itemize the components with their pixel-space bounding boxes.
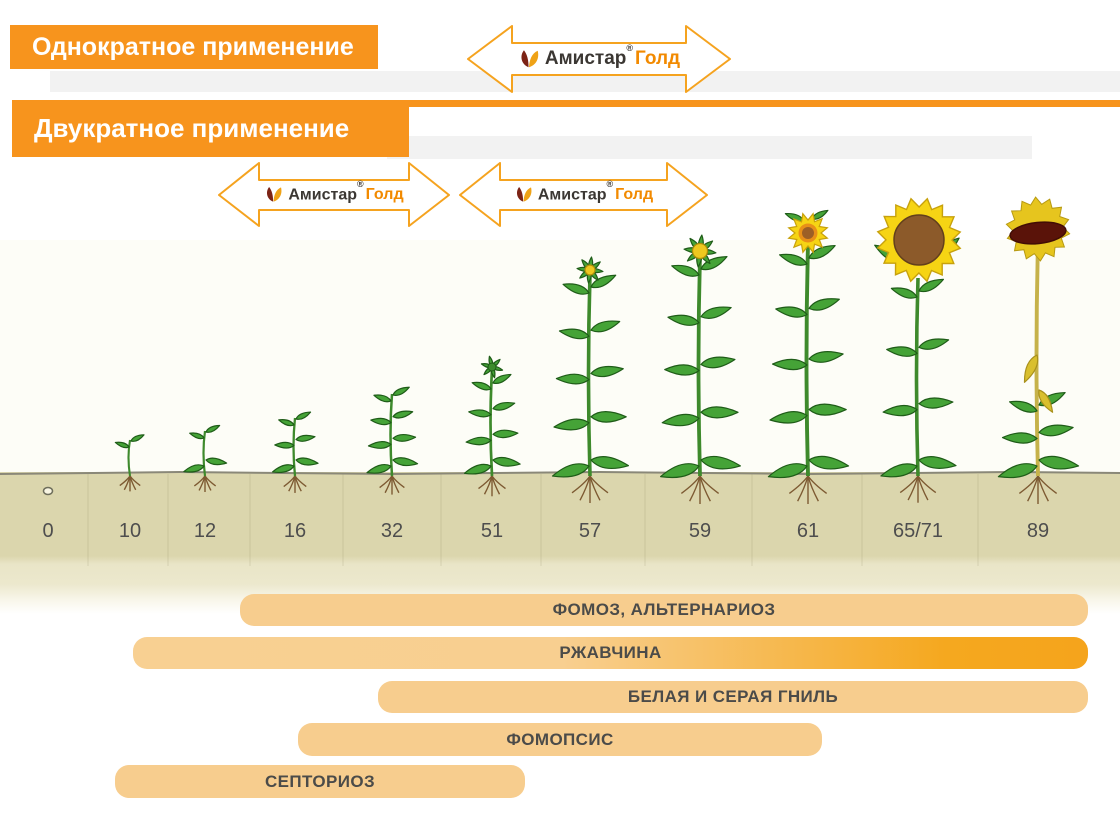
disease-label: БЕЛАЯ И СЕРАЯ ГНИЛЬ bbox=[627, 687, 839, 706]
product-logo: Амистар®Голд bbox=[264, 178, 404, 204]
disease-bar: СЕПТОРИОЗ bbox=[115, 765, 525, 798]
disease-bar: ФОМОЗ, АЛЬТЕРНАРИОЗ bbox=[240, 594, 1088, 626]
disease-bar: РЖАВЧИНА bbox=[133, 637, 1088, 669]
leaf-icon bbox=[516, 186, 532, 202]
product-name: Амистар®Голд bbox=[288, 178, 404, 204]
disease-bar: БЕЛАЯ И СЕРАЯ ГНИЛЬ bbox=[378, 681, 1088, 713]
stage-label: 65/71 bbox=[892, 520, 944, 542]
stage-label: 61 bbox=[796, 520, 820, 542]
soil-band bbox=[0, 472, 1120, 614]
banner-double-label: Двукратное применение bbox=[34, 113, 350, 143]
product-logo: Амистар®Голд bbox=[518, 42, 681, 70]
double-headed-arrow-icon bbox=[218, 162, 450, 227]
product-name: Амистар®Голд bbox=[537, 178, 654, 204]
orange-extension-strip bbox=[387, 100, 1120, 107]
banner-single-application: Однократное применение bbox=[10, 25, 378, 69]
stage-label: 57 bbox=[578, 520, 602, 542]
stage-label: 51 bbox=[480, 520, 504, 542]
stage-label: 59 bbox=[688, 520, 712, 542]
stage-label: 0 bbox=[42, 520, 54, 542]
leaf bbox=[811, 209, 829, 220]
product-name: Амистар®Голд bbox=[544, 42, 681, 69]
double-headed-arrow-icon bbox=[467, 25, 731, 93]
banner-double-application: Двукратное применение bbox=[12, 100, 409, 157]
application-arrow-single: Амистар®Голд bbox=[467, 25, 731, 93]
disease-bar: ФОМОПСИС bbox=[298, 723, 822, 756]
product-logo: Амистар®Голд bbox=[514, 178, 654, 204]
flower-center bbox=[802, 227, 814, 239]
disease-label: РЖАВЧИНА bbox=[559, 643, 662, 662]
field-background bbox=[0, 240, 1120, 472]
leaf-icon bbox=[521, 50, 539, 68]
stage-label: 89 bbox=[1026, 520, 1050, 542]
application-arrow-double-2: Амистар®Голд bbox=[459, 162, 708, 227]
leaf bbox=[784, 212, 805, 223]
disease-label: ФОМОЗ, АЛЬТЕРНАРИОЗ bbox=[552, 600, 776, 619]
background-strip-row2 bbox=[387, 136, 1032, 159]
disease-label: ФОМОПСИС bbox=[506, 729, 614, 749]
background-strip-row1 bbox=[50, 71, 1120, 92]
stage-label: 12 bbox=[193, 520, 217, 542]
leaf-icon bbox=[267, 186, 282, 202]
stage-label: 16 bbox=[283, 520, 307, 542]
stage-label: 10 bbox=[118, 520, 142, 542]
banner-single-label: Однократное применение bbox=[32, 32, 354, 61]
double-headed-arrow-icon bbox=[459, 162, 708, 227]
disease-label: СЕПТОРИОЗ bbox=[264, 771, 376, 791]
application-arrow-double-1: Амистар®Голд bbox=[218, 162, 450, 227]
stage-label: 32 bbox=[380, 520, 404, 542]
